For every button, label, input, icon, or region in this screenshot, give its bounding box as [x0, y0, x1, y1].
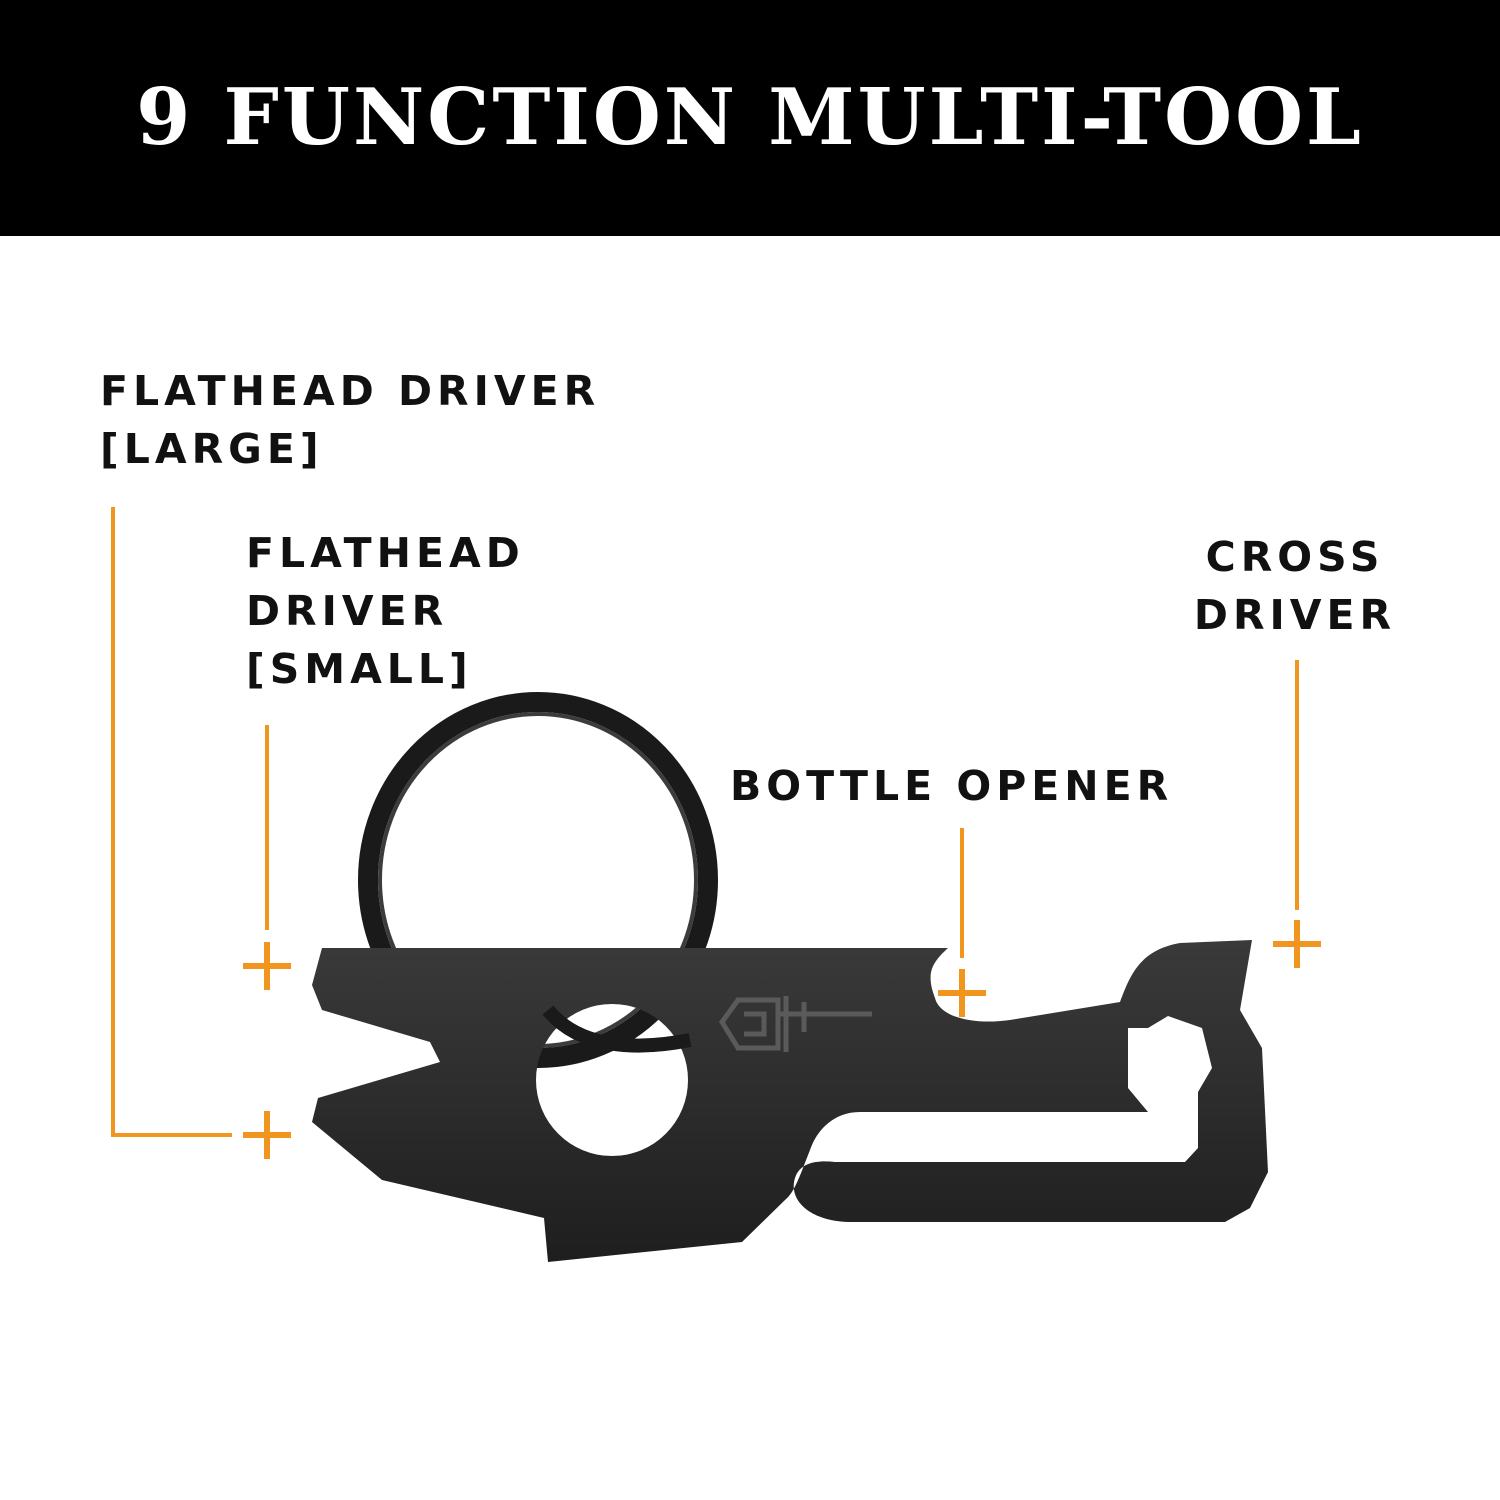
- callout-label-line: FLATHEAD: [246, 529, 525, 577]
- gerber-logo-icon: [718, 996, 872, 1052]
- callout-label-flathead-large: FLATHEAD DRIVER [LARGE]: [100, 362, 600, 478]
- callout-markers: [243, 920, 1321, 1159]
- plus-marker-icon: [243, 1111, 291, 1159]
- callout-label-bottle-opener: BOTTLE OPENER: [730, 757, 1173, 815]
- plus-marker-icon: [938, 969, 986, 1017]
- plus-marker-icon: [243, 942, 291, 990]
- callout-label-line: FLATHEAD DRIVER: [100, 367, 601, 415]
- callout-label-line: [SMALL]: [246, 645, 473, 693]
- plus-marker-icon: [1273, 920, 1321, 968]
- leader-flathead-large: [111, 507, 232, 1137]
- callout-leaders: [111, 507, 1299, 1137]
- multi-tool-body: [312, 940, 1268, 1262]
- callout-label-line: DRIVER: [1193, 591, 1397, 639]
- callout-label-flathead-small: FLATHEAD DRIVER [SMALL]: [246, 524, 525, 698]
- page-title: 9 FUNCTION MULTI-TOOL: [136, 71, 1364, 163]
- callout-label-line: DRIVER: [246, 587, 449, 635]
- callout-label-line: BOTTLE OPENER: [730, 762, 1174, 810]
- key-ring-front-arc: [542, 1005, 692, 1053]
- callout-label-cross-driver: CROSS DRIVER: [1190, 528, 1400, 644]
- header-band: 9 FUNCTION MULTI-TOOL: [0, 0, 1500, 236]
- callout-label-line: CROSS: [1205, 533, 1385, 581]
- callout-label-line: [LARGE]: [100, 425, 324, 473]
